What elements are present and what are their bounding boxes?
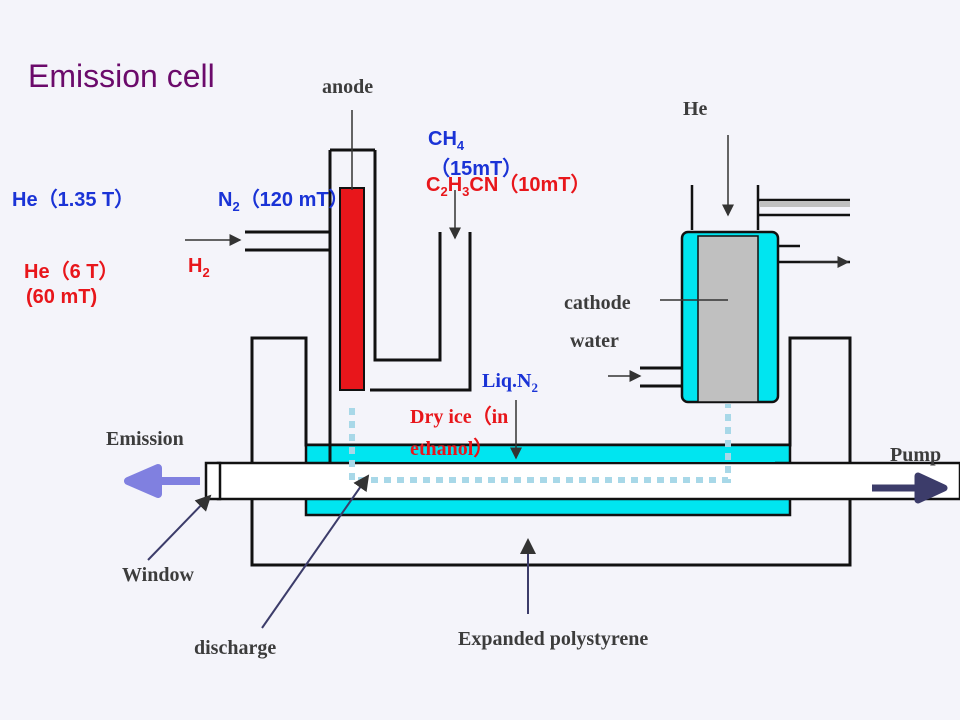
anode-housing [328, 150, 472, 463]
window-label: Window [122, 564, 194, 586]
anode-rod [339, 187, 365, 391]
discharge-arrow [261, 474, 370, 629]
water-inlet [640, 366, 682, 388]
polystyrene-label: Expanded polystyrene [458, 628, 649, 650]
h2-label: H2 [188, 255, 210, 280]
water-label: water [570, 330, 619, 352]
anode-label: anode [322, 76, 374, 98]
horizontal-tube [216, 461, 960, 501]
liq-n2-label: Liq.N2 [482, 370, 538, 395]
h2-pressure: (60 mT) [26, 286, 98, 308]
window [204, 461, 222, 501]
ch4-label: CH4 [428, 128, 465, 153]
he-top-label: He [683, 98, 708, 120]
cathode [697, 235, 759, 403]
discharge-label: discharge [194, 637, 277, 659]
ch4-pressure: （15mT） [430, 158, 523, 180]
emission-arrow [124, 464, 200, 498]
he-6-label: He（6 T） [24, 261, 119, 283]
cathode-tube [690, 185, 850, 230]
gas-inlet [245, 230, 330, 252]
pump-label: Pump [890, 444, 942, 466]
polystyrene-box [250, 336, 852, 567]
emission-label: Emission [106, 428, 184, 450]
inner-container [370, 450, 775, 462]
dry-ice-label-line2: ethanol） [410, 438, 494, 460]
cathode-label: cathode [564, 292, 631, 314]
dry-ice-label-line1: Dry ice（in [410, 406, 509, 428]
discharge-path [349, 404, 731, 483]
window-arrow [147, 494, 212, 561]
c2h3cn-label: C2H3CN（10mT） [426, 174, 591, 199]
pump-arrow [872, 472, 948, 504]
he-135-label: He（1.35 T） [12, 189, 135, 211]
n2-label: N2（120 mT） [218, 189, 349, 214]
page-title: Emission cell [28, 58, 215, 94]
